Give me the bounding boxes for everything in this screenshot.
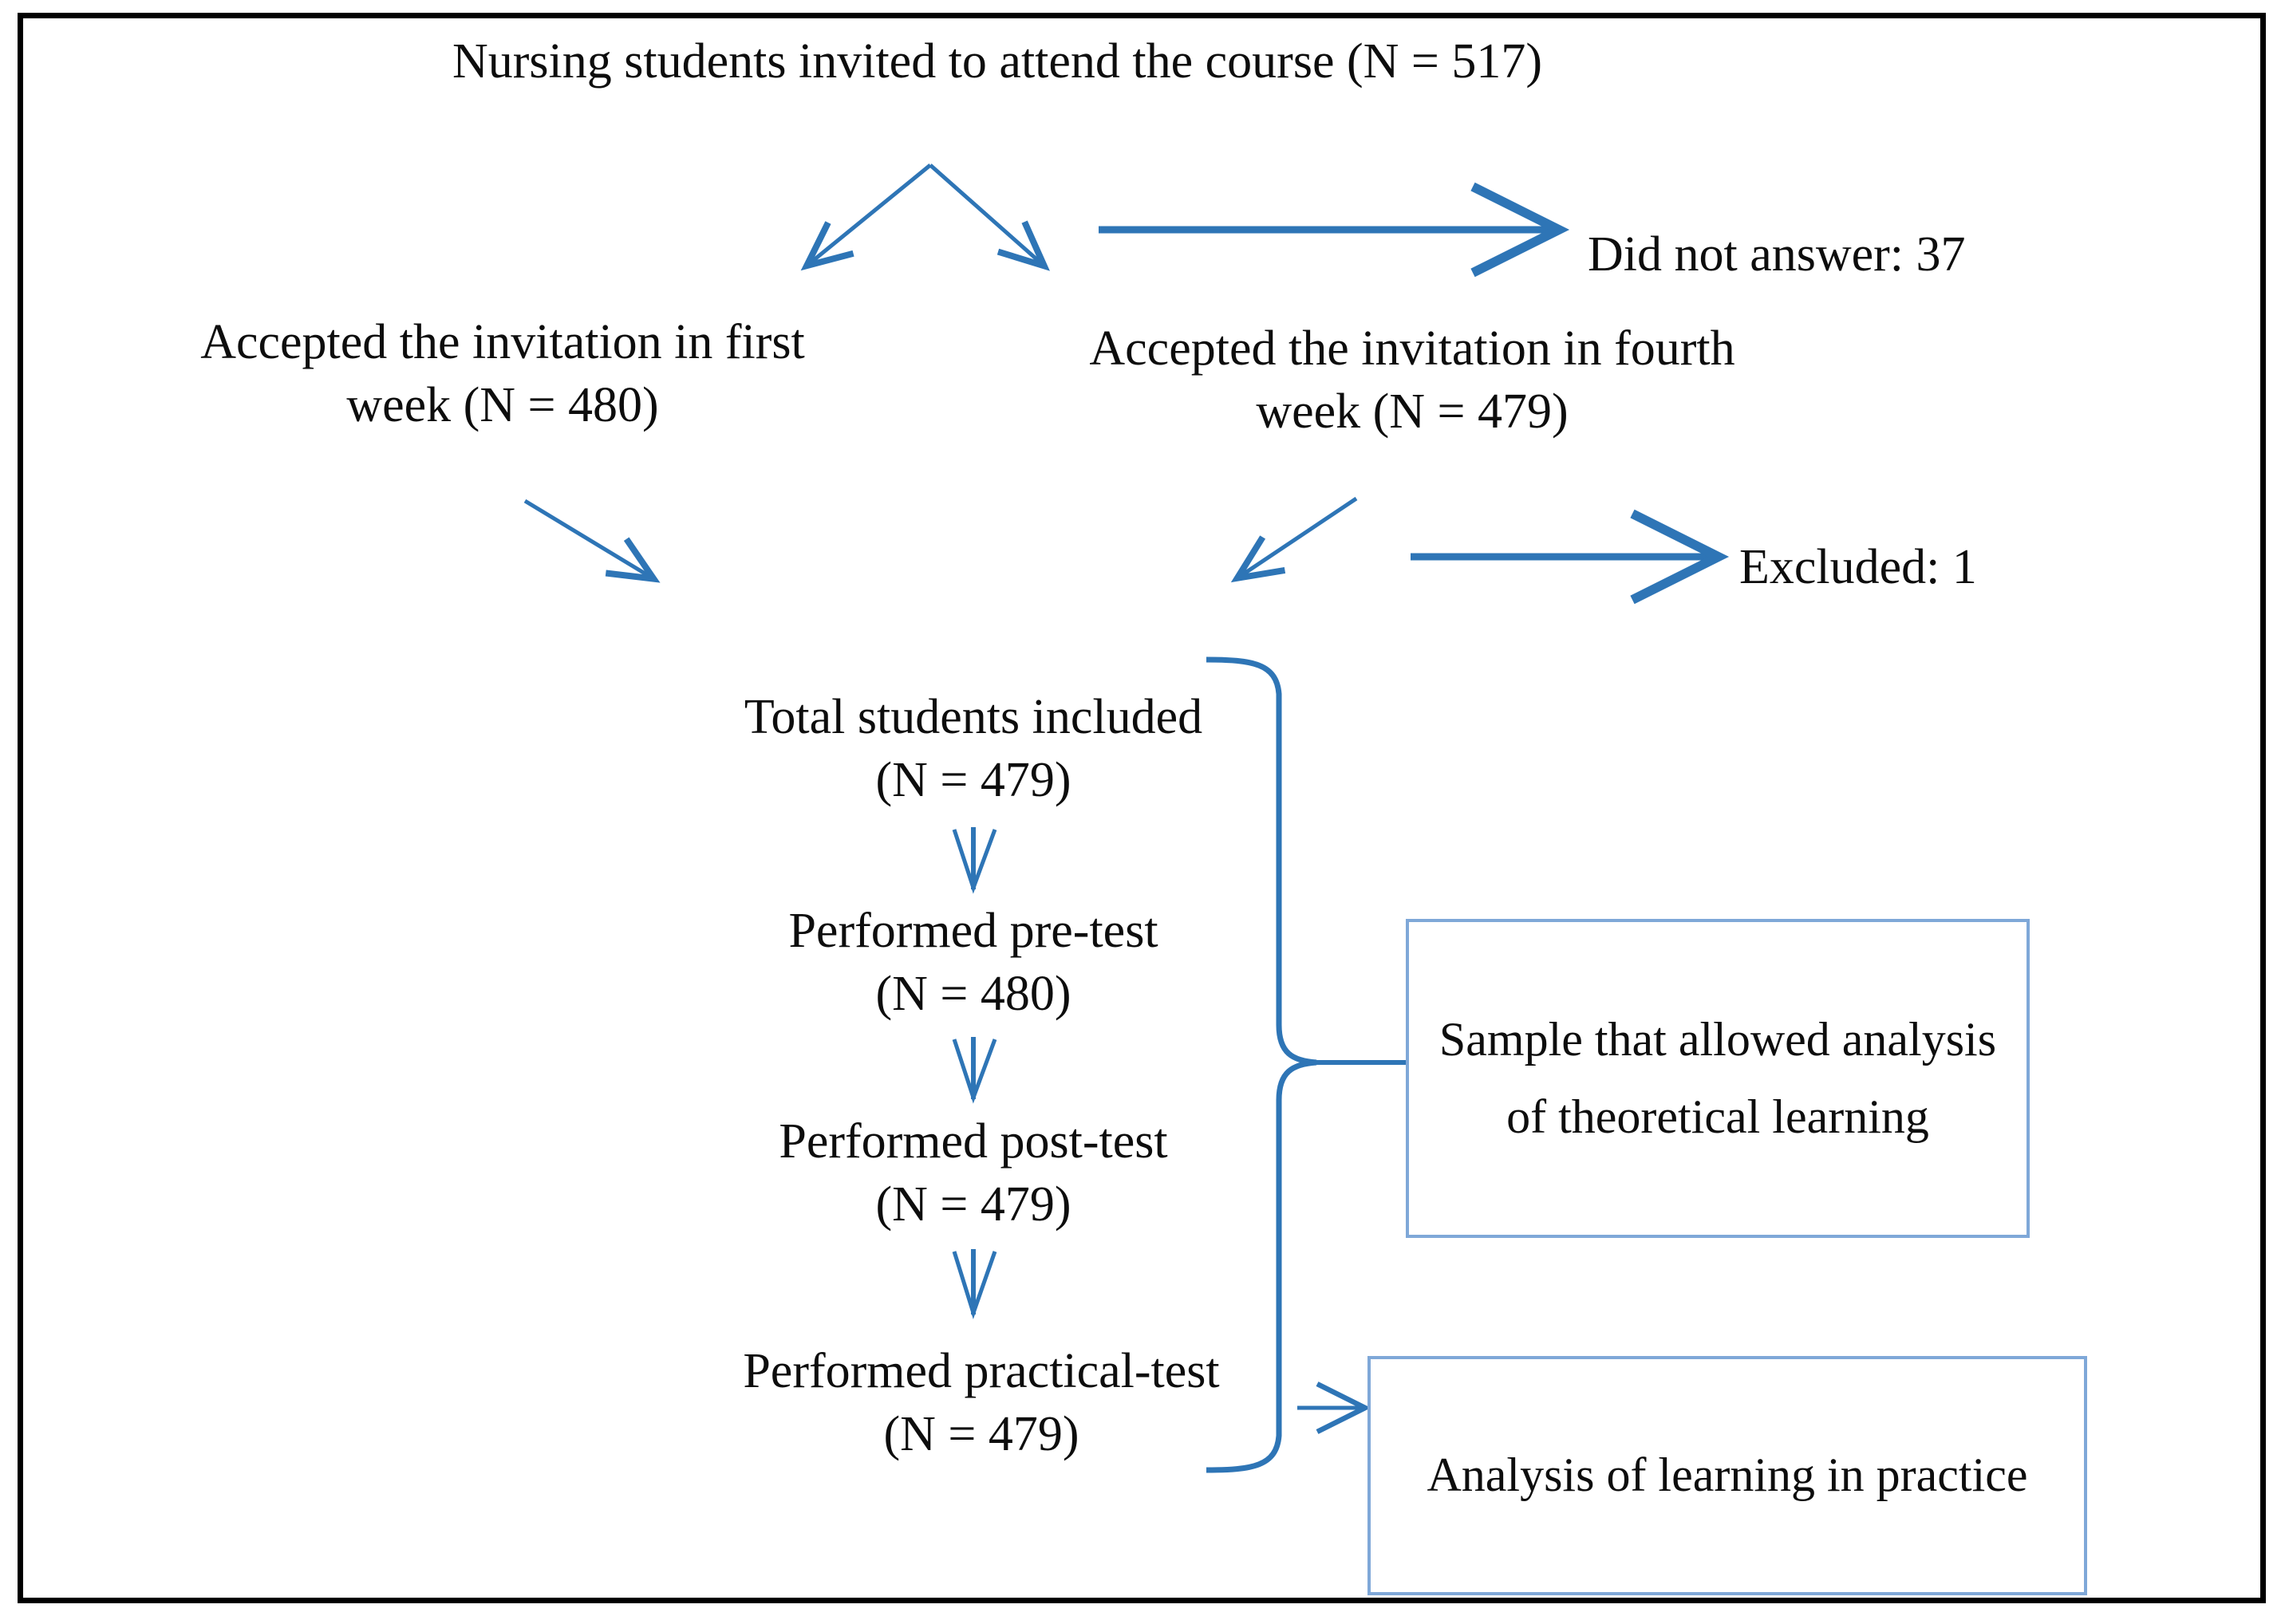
node-performed-practical-test-line2: (N = 479) [883,1407,1079,1462]
node-accepted-fourth-week-line2: week (N = 479) [1256,384,1569,440]
node-total-students-included: Total students included (N = 479) [654,686,1292,813]
node-invited-students: Nursing students invited to attend the c… [452,34,1542,89]
node-total-students-included-line1: Total students included [744,690,1203,744]
node-total-students-included-line2: (N = 479) [875,753,1071,808]
node-performed-practical-test-line1: Performed practical-test [743,1344,1220,1398]
node-excluded: Excluded: 1 [1739,540,1977,594]
node-accepted-first-week-line1: Accepted the invitation in first [200,315,805,369]
node-performed-pre-test-line2: (N = 480) [875,967,1071,1022]
outcome-box-theoretical-learning: Sample that allowed analysis of theoreti… [1406,919,2030,1238]
outcome-box-learning-in-practice: Analysis of learning in practice [1367,1356,2087,1595]
node-accepted-fourth-week: Accepted the invitation in fourth week (… [973,317,1851,444]
node-performed-pre-test: Performed pre-test (N = 480) [654,900,1292,1027]
node-accepted-first-week-line2: week (N = 480) [346,378,659,433]
node-did-not-answer: Did not answer: 37 [1588,227,1966,282]
node-performed-post-test-line1: Performed post-test [779,1114,1168,1169]
node-performed-practical-test: Performed practical-test (N = 479) [630,1340,1332,1467]
node-performed-pre-test-line1: Performed pre-test [788,904,1158,958]
node-accepted-fourth-week-line1: Accepted the invitation in fourth [1089,321,1735,376]
node-accepted-first-week: Accepted the invitation in first week (N… [80,311,925,438]
node-performed-post-test-line2: (N = 479) [875,1177,1071,1232]
node-performed-post-test: Performed post-test (N = 479) [654,1110,1292,1237]
figure-frame [18,13,2266,1603]
